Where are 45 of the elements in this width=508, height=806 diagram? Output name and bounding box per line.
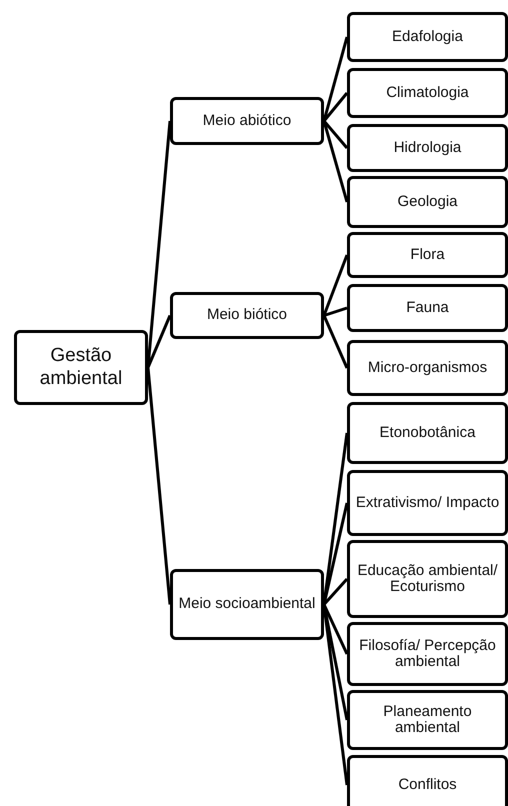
connector-line [322, 578, 348, 606]
connector-line [146, 314, 172, 368]
topic-label: Planeamento ambiental [382, 704, 473, 736]
topic-label: Extrativismo/ Impacto [356, 494, 500, 512]
topic-box [347, 232, 508, 278]
topic-box [347, 470, 508, 536]
topic-label: Filosofía/ Percepção ambiental [358, 638, 497, 670]
connector-line [322, 604, 348, 655]
topic-label: Educação ambiental/ Ecoturismo [356, 562, 499, 596]
topic-box [347, 284, 508, 332]
connector-line [322, 92, 348, 122]
topic-box [347, 690, 508, 750]
connector-line [322, 604, 348, 786]
topic-box [347, 755, 508, 806]
topic-box [14, 330, 148, 405]
topic-label: Meio biótico [206, 307, 288, 324]
topic-box [170, 97, 324, 145]
connector-line [322, 254, 348, 316]
topic-label: Geologia [397, 194, 458, 210]
topic-label: Flora [410, 246, 445, 264]
connector-line [322, 604, 348, 720]
topic-box [347, 622, 508, 686]
connector-line [322, 120, 348, 149]
topic-label: Edafologia [392, 28, 463, 46]
topic-box [347, 124, 508, 172]
topic-label: Gestão ambiental [38, 344, 124, 390]
topic-label: Hidrologia [394, 140, 462, 156]
topic-box [347, 68, 508, 118]
topic-box [347, 402, 508, 464]
topic-box [170, 292, 324, 339]
topic-label: Conflitos [398, 776, 457, 794]
connector-line [324, 306, 348, 317]
topic-label: Micro-organismos [368, 360, 488, 376]
topic-label: Fauna [406, 300, 449, 316]
topic-label: Meio socioambiental [178, 596, 316, 613]
topic-box [170, 569, 324, 640]
topic-box [347, 176, 508, 228]
topic-box [347, 540, 508, 618]
topic-box [347, 340, 508, 396]
topic-label: Climatologia [386, 84, 469, 102]
topic-box [347, 12, 508, 62]
topic-label: Etonobotânica [380, 424, 476, 442]
connector-line [146, 367, 172, 605]
topic-label: Meio abiótico [202, 112, 292, 130]
connector-line [322, 314, 348, 369]
